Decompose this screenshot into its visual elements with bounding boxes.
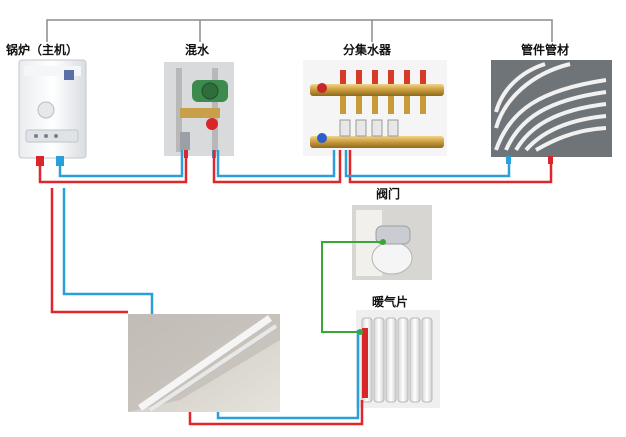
- return-pipes: [58, 150, 511, 420]
- label-pipes: 管件管材: [521, 43, 570, 57]
- label-valve: 阀门: [376, 187, 401, 201]
- boiler-image: [18, 59, 87, 166]
- supply-pipes: [38, 150, 553, 426]
- mixer-image: [164, 62, 234, 158]
- top-connector-lines: [46, 19, 553, 42]
- radiator-image: [356, 310, 440, 408]
- valve-image: [352, 205, 432, 280]
- manifold-image: [303, 60, 447, 156]
- valve-link-line: [321, 241, 383, 333]
- label-radiator: 暖气片: [372, 295, 409, 309]
- label-manifold: 分集水器: [343, 43, 392, 57]
- label-boiler: 锅炉（主机）: [6, 43, 79, 57]
- room-piping-image: [128, 314, 280, 412]
- label-mixer: 混水: [185, 43, 210, 57]
- floor-pipes-image: [491, 60, 612, 164]
